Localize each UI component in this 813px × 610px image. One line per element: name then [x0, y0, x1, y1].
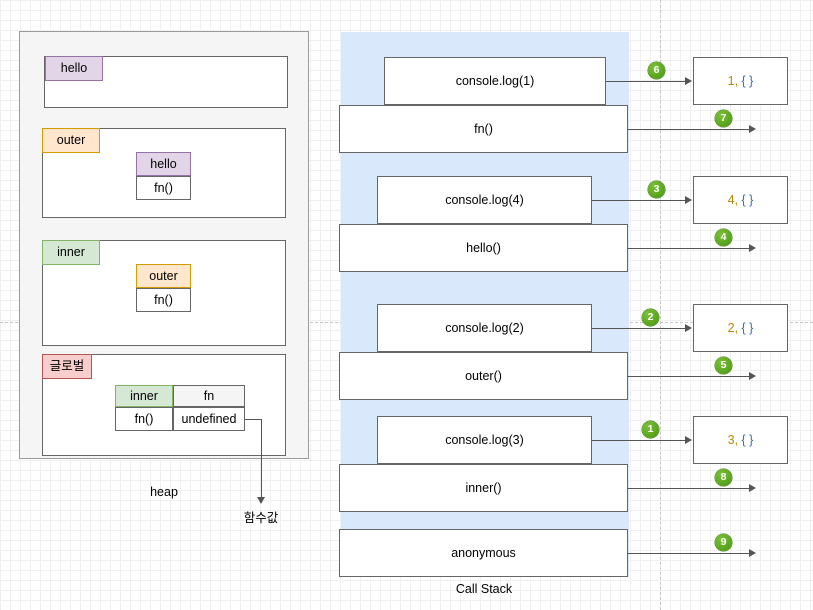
step-badge-7: 7 — [715, 110, 732, 127]
heap-scope-outer-child-value: fn() — [136, 176, 191, 200]
arrow-step-4 — [628, 248, 750, 249]
heap-global-table-header-fn: fn — [173, 385, 245, 407]
stack-frame-console-log-3[interactable]: console.log(3) — [377, 416, 592, 464]
stack-frame-console-log-4[interactable]: console.log(4) — [377, 176, 592, 224]
heap-global-table-cell-undefined: undefined — [173, 407, 245, 431]
call-stack-caption: Call Stack — [455, 582, 513, 596]
heap-scope-global-label: 글로벌 — [42, 354, 92, 379]
heap-pointer-arrowhead — [257, 497, 265, 504]
result-box-2: 2, { } — [693, 304, 788, 352]
heap-global-table-header-inner: inner — [115, 385, 173, 407]
stack-frame-hello[interactable]: hello() — [339, 224, 628, 272]
result-box-1: 1, { } — [693, 57, 788, 105]
result-box-3-text: 3, { } — [727, 433, 754, 447]
arrow-step-3-head — [685, 196, 692, 204]
arrow-step-9-head — [749, 549, 756, 557]
arrow-step-8-head — [749, 484, 756, 492]
arrow-step-5-head — [749, 372, 756, 380]
step-badge-6: 6 — [648, 62, 665, 79]
stack-frame-console-log-1[interactable]: console.log(1) — [384, 57, 606, 105]
arrow-step-9 — [628, 553, 750, 554]
heap-caption: heap — [150, 485, 178, 499]
heap-global-table-cell-fn-value: fn() — [115, 407, 173, 431]
step-badge-2: 2 — [642, 309, 659, 326]
heap-pointer-segment-v — [261, 419, 262, 498]
heap-scope-hello-label: hello — [45, 56, 103, 81]
heap-scope-inner-child-value: fn() — [136, 288, 191, 312]
arrow-step-7-head — [749, 125, 756, 133]
result-box-4-text: 4, { } — [727, 193, 754, 207]
heap-scope-hello[interactable] — [44, 56, 288, 108]
heap-pointer-segment-h — [245, 419, 261, 420]
guide-line-vertical — [660, 0, 661, 610]
heap-scope-inner-label: inner — [42, 240, 100, 265]
step-badge-8: 8 — [715, 469, 732, 486]
step-badge-9: 9 — [715, 534, 732, 551]
arrow-step-7 — [628, 129, 750, 130]
arrow-step-8 — [628, 488, 750, 489]
arrow-step-2 — [592, 328, 686, 329]
heap-scope-outer-child-label: hello — [136, 152, 191, 176]
arrow-step-6 — [606, 81, 686, 82]
arrow-step-4-head — [749, 244, 756, 252]
step-badge-3: 3 — [648, 181, 665, 198]
arrow-step-6-head — [685, 77, 692, 85]
arrow-step-1 — [592, 440, 686, 441]
heap-scope-inner-child-label: outer — [136, 264, 191, 288]
result-box-4: 4, { } — [693, 176, 788, 224]
step-badge-5: 5 — [715, 357, 732, 374]
stack-frame-outer[interactable]: outer() — [339, 352, 628, 400]
arrow-step-5 — [628, 376, 750, 377]
stack-frame-fn[interactable]: fn() — [339, 105, 628, 153]
arrow-step-1-head — [685, 436, 692, 444]
arrow-step-2-head — [685, 324, 692, 332]
result-box-3: 3, { } — [693, 416, 788, 464]
step-badge-4: 4 — [715, 229, 732, 246]
stack-frame-console-log-2[interactable]: console.log(2) — [377, 304, 592, 352]
result-box-2-text: 2, { } — [727, 321, 754, 335]
heap-scope-outer-label: outer — [42, 128, 100, 153]
step-badge-1: 1 — [642, 421, 659, 438]
stack-frame-anonymous[interactable]: anonymous — [339, 529, 628, 577]
heap-pointer-label: 함수값 — [243, 511, 279, 525]
stack-frame-inner[interactable]: inner() — [339, 464, 628, 512]
arrow-step-3 — [592, 200, 686, 201]
result-box-1-text: 1, { } — [727, 74, 754, 88]
